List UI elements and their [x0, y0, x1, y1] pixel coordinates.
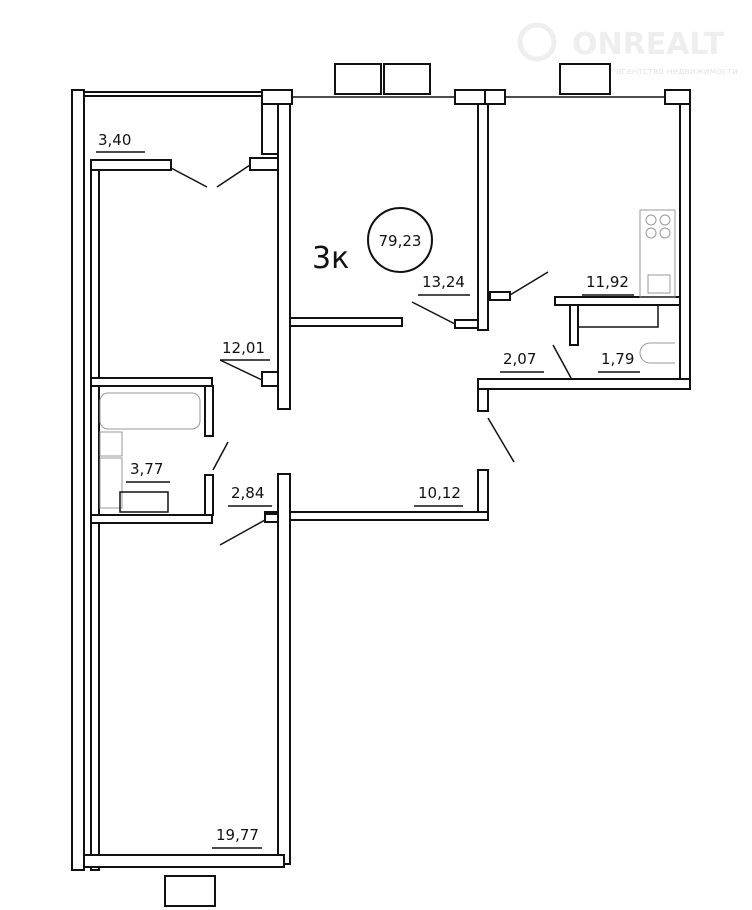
- walls: [71, 89, 691, 871]
- toilet-icon: [639, 342, 675, 364]
- kitchen-counter-icon: [639, 209, 676, 298]
- area-kitchen: 11,92: [586, 273, 629, 291]
- total-area-circle: [367, 207, 433, 273]
- watermark: ONREALT агентство недвижимости: [517, 22, 738, 77]
- room-labels: 3,40 12,01 13,24 11,92 2,07 1,79 3,77 2,…: [96, 131, 640, 849]
- door-swings: [170, 164, 572, 546]
- watermark-brand: ONREALT: [572, 27, 725, 62]
- area-hall-small: 2,84: [231, 484, 264, 502]
- area-bathroom: 3,77: [130, 460, 163, 478]
- shower-icon: [99, 457, 123, 509]
- sink-icon: [647, 274, 671, 294]
- watermark-subtitle: агентство недвижимости: [616, 67, 738, 77]
- area-room-left-top: 12,01: [222, 339, 265, 357]
- washing-machine-icon: [119, 491, 169, 513]
- area-room-bottom: 19,77: [216, 826, 259, 844]
- stove-burner-icon: [645, 214, 657, 226]
- washing-machine-icon: [577, 304, 659, 328]
- stove-burner-icon: [659, 227, 671, 239]
- apartment-type: 3к: [312, 241, 349, 276]
- total-area: 79,23: [379, 232, 422, 250]
- washbasin-icon: [99, 431, 123, 457]
- area-corridor-right: 2,07: [503, 350, 536, 368]
- area-hall: 10,12: [418, 484, 461, 502]
- fixtures: [99, 209, 676, 513]
- area-room-center: 13,24: [422, 273, 465, 291]
- windows: [120, 63, 665, 907]
- stove-burner-icon: [645, 227, 657, 239]
- stove-burner-icon: [659, 214, 671, 226]
- watermark-logo-icon: [517, 22, 557, 62]
- area-loggia: 3,40: [98, 131, 131, 149]
- bathtub-icon: [99, 392, 201, 430]
- area-toilet: 1,79: [601, 350, 634, 368]
